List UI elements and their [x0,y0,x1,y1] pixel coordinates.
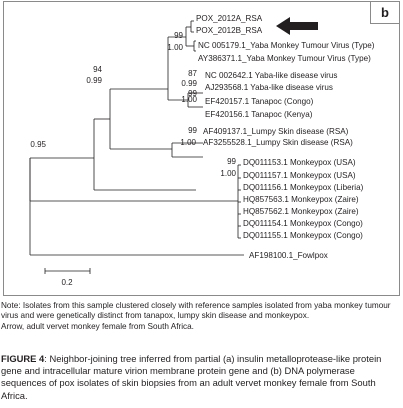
bootstrap-value: 87 [188,69,197,78]
bootstrap-value: 99 [174,31,183,40]
bootstrap-value: 99 [188,126,197,135]
taxon-label: NC 002642.1 Yaba-like disease virus [205,71,337,80]
phylogenetic-tree: b [3,1,400,296]
bootstrap-value: 1.00 [167,43,183,52]
taxon-label: HQ857562.1 Monkeypox (Zaire) [243,207,359,216]
figure-label: FIGURE 4 [1,353,45,364]
bootstrap-value: 94 [93,65,102,74]
bootstrap-value: 1.00 [180,138,196,147]
taxon-label: AJ293568.1 Yaba-like disease virus [205,83,333,92]
taxon-label: EF420156.1 Tanapoc (Kenya) [205,110,313,119]
bootstrap-value: 0.95 [30,140,46,149]
taxon-label: DQ011154.1 Monkeypox (Congo) [243,219,363,228]
taxon-label: DQ011157.1 Monkeypox (USA) [243,171,356,180]
taxon-label: NC 005179.1_Yaba Monkey Tumour Virus (Ty… [198,41,375,50]
note-text: Note: Isolates from this sample clustere… [1,301,391,321]
taxon-label: AY386371.1_Yaba Monkey Tumour Virus (Typ… [198,54,371,63]
taxon-label: AF3255528.1_Lumpy Skin disease (RSA) [203,138,353,147]
taxon-label: EF420157.1 Tanapoc (Congo) [205,97,314,106]
bootstrap-value: 99 [227,157,236,166]
note-block: Note: Isolates from this sample clustere… [1,301,401,332]
bootstrap-value: 1.00 [220,169,236,178]
panel-border [3,1,400,296]
taxon-label: AF198100.1_Fowlpox [249,251,328,260]
figure-caption-text: : Neighbor-joining tree inferred from pa… [1,353,382,401]
tree-branches [29,20,244,256]
figure-caption: FIGURE 4: Neighbor-joining tree inferred… [1,353,401,402]
scale-bar-label: 0.2 [61,278,73,287]
bootstrap-value: 0.99 [181,79,197,88]
arrow-note: Arrow, adult vervet monkey female from S… [1,321,194,331]
bootstrap-value: 0.99 [86,76,102,85]
taxon-label: POX_2012B_RSA [196,26,263,35]
panel-label-box [370,1,400,24]
panel-label: b [381,5,389,20]
taxon-label: DQ011156.1 Monkeypox (Liberia) [243,183,364,192]
taxon-label: AF409137.1_Lumpy Skin disease (RSA) [203,127,349,136]
taxon-label: DQ011153.1 Monkeypox (USA) [243,158,356,167]
arrow-left-icon [276,17,318,35]
taxon-label: DQ011155.1 Monkeypox (Congo) [243,231,363,240]
bootstrap-value: 99 [188,89,197,98]
taxon-label: HQ857563.1 Monkeypox (Zaire) [243,195,359,204]
bootstrap-value: 1.00 [181,95,197,104]
taxon-label: POX_2012A_RSA [196,14,263,23]
phylogenetic-tree-panel: b [3,1,400,296]
scale-bar: 0.2 [44,268,91,287]
